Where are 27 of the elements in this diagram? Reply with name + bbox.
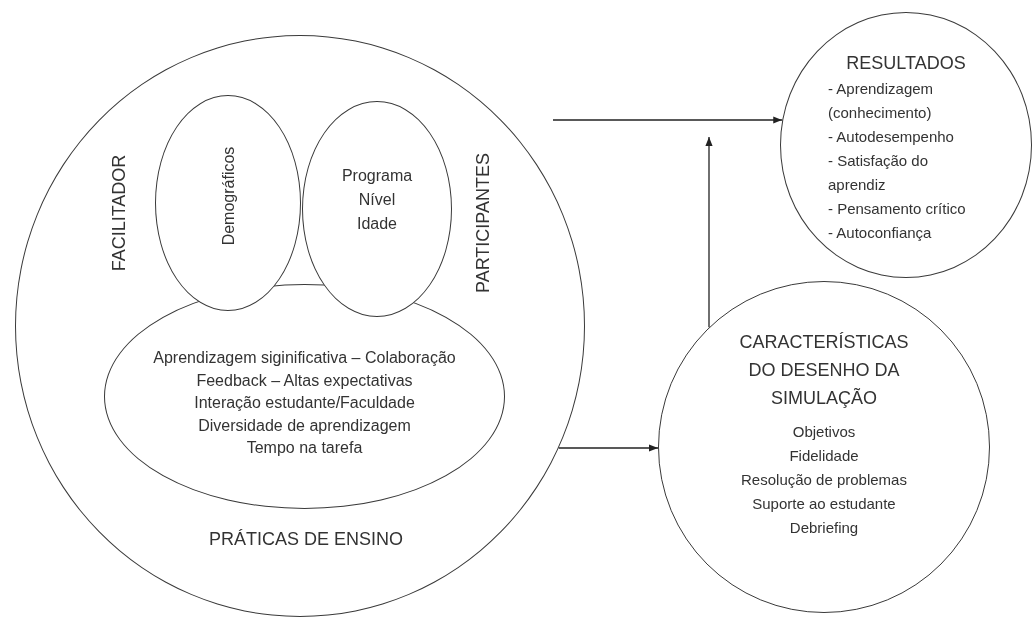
- list-item: Programa: [341, 166, 413, 186]
- group-label: FACILITADOR: [108, 154, 130, 272]
- list-item: Resolução de problemas: [741, 470, 907, 490]
- list-item: Suporte ao estudante: [752, 494, 896, 514]
- list-item: - Satisfação do aprendiz: [828, 151, 930, 195]
- circle-heading: RESULTADOS: [845, 52, 967, 75]
- list-item: Interação estudante/Faculdade: [194, 393, 415, 413]
- list-item: Objetivos: [792, 422, 856, 442]
- list-item: - Pensamento crítico: [828, 199, 966, 219]
- group-label: PARTICIPANTES: [472, 153, 494, 293]
- arrow: [552, 116, 783, 124]
- list-item: Feedback – Altas expectativas: [196, 370, 413, 391]
- circle-heading: CARACTERÍSTICAS DO DESENHO DA SIMULAÇÃO: [738, 331, 910, 410]
- list-item: - Autodesempenho: [828, 127, 954, 147]
- list-item: Fidelidade: [789, 446, 859, 466]
- list-item: - Aprendizagem (conhecimento): [828, 79, 935, 123]
- list-item: Aprendizagem siginificativa – Colaboração: [153, 348, 456, 368]
- arrow: [705, 136, 713, 328]
- list-item: Tempo na tarefa: [246, 438, 363, 458]
- group-label: PRÁTICAS DE ENSINO: [209, 528, 403, 550]
- list-item: Idade: [356, 214, 397, 234]
- list-item: Debriefing: [789, 518, 859, 538]
- arrow: [558, 444, 659, 452]
- ellipse-label: Demográficos: [220, 146, 238, 246]
- list-item: - Autoconfiança: [828, 223, 932, 243]
- list-item: Diversidade de aprendizagem: [198, 415, 411, 436]
- list-item: Nível: [358, 190, 396, 210]
